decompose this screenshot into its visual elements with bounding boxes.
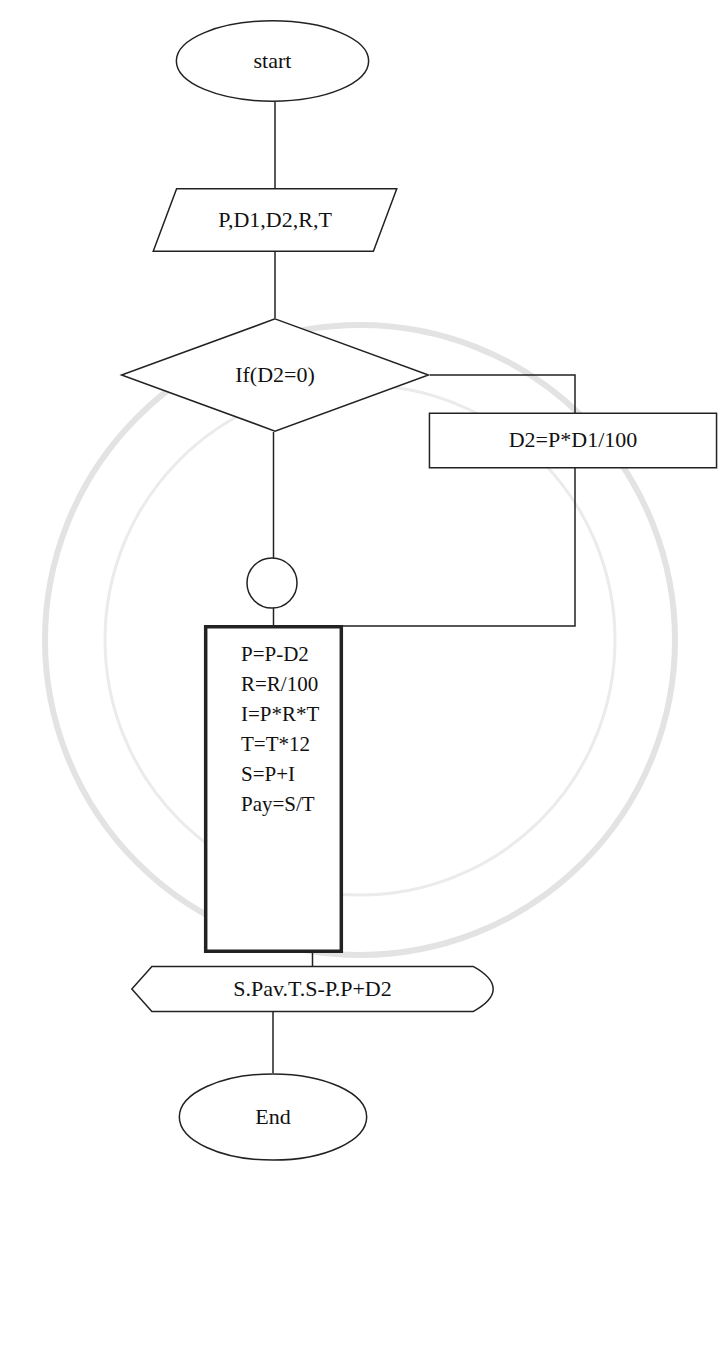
- node-text: T=T*12: [241, 729, 310, 759]
- node-text: If(D2=0): [235, 362, 315, 388]
- flow-line: [274, 468, 576, 626]
- node-text: Pay=S/T: [241, 789, 315, 819]
- flow-line: [274, 252, 276, 318]
- node-text: D2=P*D1/100: [509, 427, 638, 453]
- node-text: start: [254, 48, 292, 74]
- node-text: S.Pav.T.S-P.P+D2: [233, 976, 392, 1002]
- node-text: End: [255, 1104, 290, 1130]
- node-outline: [122, 319, 429, 431]
- node-text: S=P+I: [241, 759, 295, 789]
- terminal-ellipse: start: [175, 20, 370, 102]
- flow-line: [430, 375, 575, 413]
- input-parallelogram: P,D1,D2,R,T: [152, 188, 398, 252]
- node-outline: [153, 189, 397, 252]
- output-display: S.Pav.T.S-P.P+D2: [130, 966, 495, 1012]
- flow-line: [274, 102, 276, 188]
- decision-diamond: If(D2=0): [120, 318, 430, 432]
- process-box: D2=P*D1/100: [428, 413, 718, 468]
- process-box: P=P-D2R=R/100I=P*R*TT=T*12S=P+IPay=S/T: [205, 625, 342, 953]
- node-outline: [179, 1074, 366, 1160]
- node-text: R=R/100: [241, 669, 318, 699]
- flow-line: [312, 953, 314, 966]
- node-outline: [176, 21, 368, 101]
- node-outline: [206, 627, 342, 952]
- node-text: P=P-D2: [241, 639, 309, 669]
- terminal-ellipse: End: [178, 1073, 368, 1161]
- merge-circle: [247, 558, 297, 608]
- node-outline: [132, 966, 493, 1011]
- node-text: I=P*R*T: [241, 699, 319, 729]
- flow-line: [272, 1012, 274, 1073]
- node-text: P,D1,D2,R,T: [218, 207, 332, 233]
- node-outline: [429, 413, 716, 467]
